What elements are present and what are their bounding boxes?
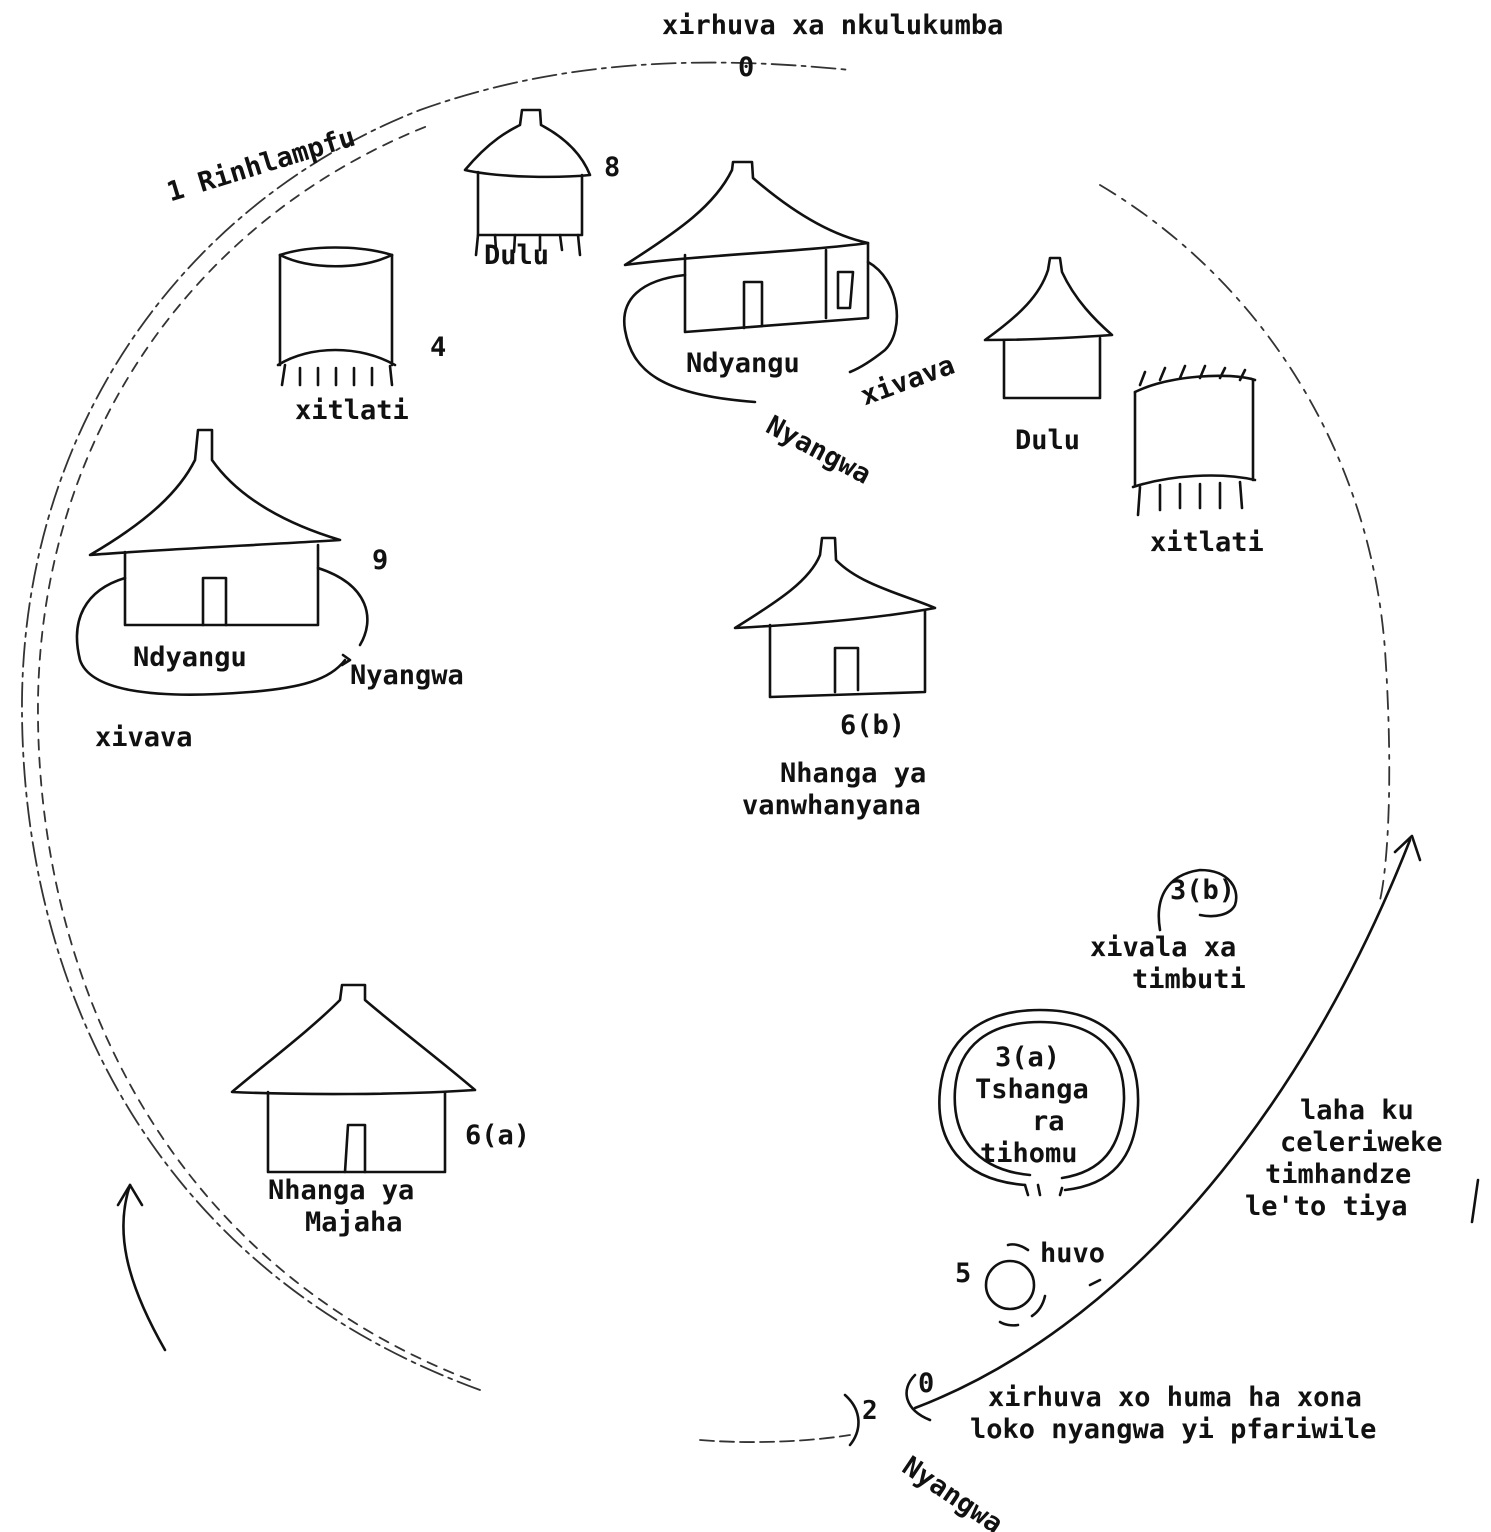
laha-line4: le'to tiya <box>1245 1191 1408 1222</box>
laha-line1: laha ku <box>1300 1095 1414 1126</box>
granary-right <box>1131 364 1257 517</box>
top-gate-label: xirhuva xa nkulukumba <box>662 10 1004 41</box>
hut-6b <box>733 536 937 699</box>
bottom-gate-number: 0 <box>918 1368 935 1399</box>
gate-2-number: 2 <box>862 1396 878 1426</box>
laha-line3: timhandze <box>1265 1159 1412 1190</box>
dulu-hut-right <box>983 256 1114 400</box>
xitlati-left-label: xitlati <box>295 395 409 426</box>
pen-3b <box>1157 868 1238 932</box>
hut-6a-number: 6(a) <box>465 1120 531 1151</box>
xivava-left-label: xivava <box>95 722 193 753</box>
granary-4 <box>276 246 397 387</box>
hut-9 <box>75 428 369 696</box>
bottom-gate-line2: loko nyangwa yi pfariwile <box>970 1414 1377 1445</box>
nhanga-vanwhanyana-line1: Nhanga ya <box>780 758 927 789</box>
nhanga-majaha-line2: Majaha <box>305 1207 403 1238</box>
left-arrow <box>116 1183 167 1352</box>
main-hut-top <box>622 160 899 404</box>
huvo-5 <box>984 1243 1102 1327</box>
right-arrow <box>913 834 1480 1410</box>
nhanga-majaha-line1: Nhanga ya <box>268 1175 415 1206</box>
granary-4-number: 4 <box>430 332 447 363</box>
nyangwa-left-label: Nyangwa <box>350 660 464 691</box>
hut-8-number: 8 <box>604 152 621 183</box>
gate-2-marks <box>843 1373 932 1447</box>
tshanga-line2: ra <box>1032 1106 1065 1137</box>
top-gate-number: 0 <box>738 52 755 83</box>
xivala-line1: xivala xa <box>1090 932 1237 963</box>
hut-6a <box>230 983 477 1174</box>
huvo-number: 5 <box>955 1258 972 1289</box>
nhanga-vanwhanyana-line2: vanwhanyana <box>742 790 921 821</box>
ndyangu-left-label: Ndyangu <box>133 642 247 673</box>
tshanga-line3: tihomu <box>980 1138 1078 1169</box>
dulu-right-label: Dulu <box>1015 425 1081 456</box>
tshanga-line1: Tshanga <box>975 1074 1089 1105</box>
dulu-top-label: Dulu <box>484 240 550 271</box>
xitlati-right-label: xitlati <box>1150 527 1264 558</box>
laha-line2: celeriweke <box>1280 1127 1443 1158</box>
pen-3b-number: 3(b) <box>1170 875 1236 906</box>
kraal-3a <box>938 1008 1140 1197</box>
kraal-3a-number: 3(a) <box>995 1042 1061 1073</box>
ndyangu-top-label: Ndyangu <box>686 348 800 379</box>
hut-6b-number: 6(b) <box>840 710 906 741</box>
xivala-line2: timbuti <box>1132 964 1246 995</box>
hut-9-number: 9 <box>372 545 389 576</box>
hut-8-granary <box>463 108 592 257</box>
bottom-gate-line1: xirhuva xo huma ha xona <box>988 1382 1362 1413</box>
outer-fence <box>21 61 1391 1443</box>
huvo-label: huvo <box>1040 1238 1106 1269</box>
